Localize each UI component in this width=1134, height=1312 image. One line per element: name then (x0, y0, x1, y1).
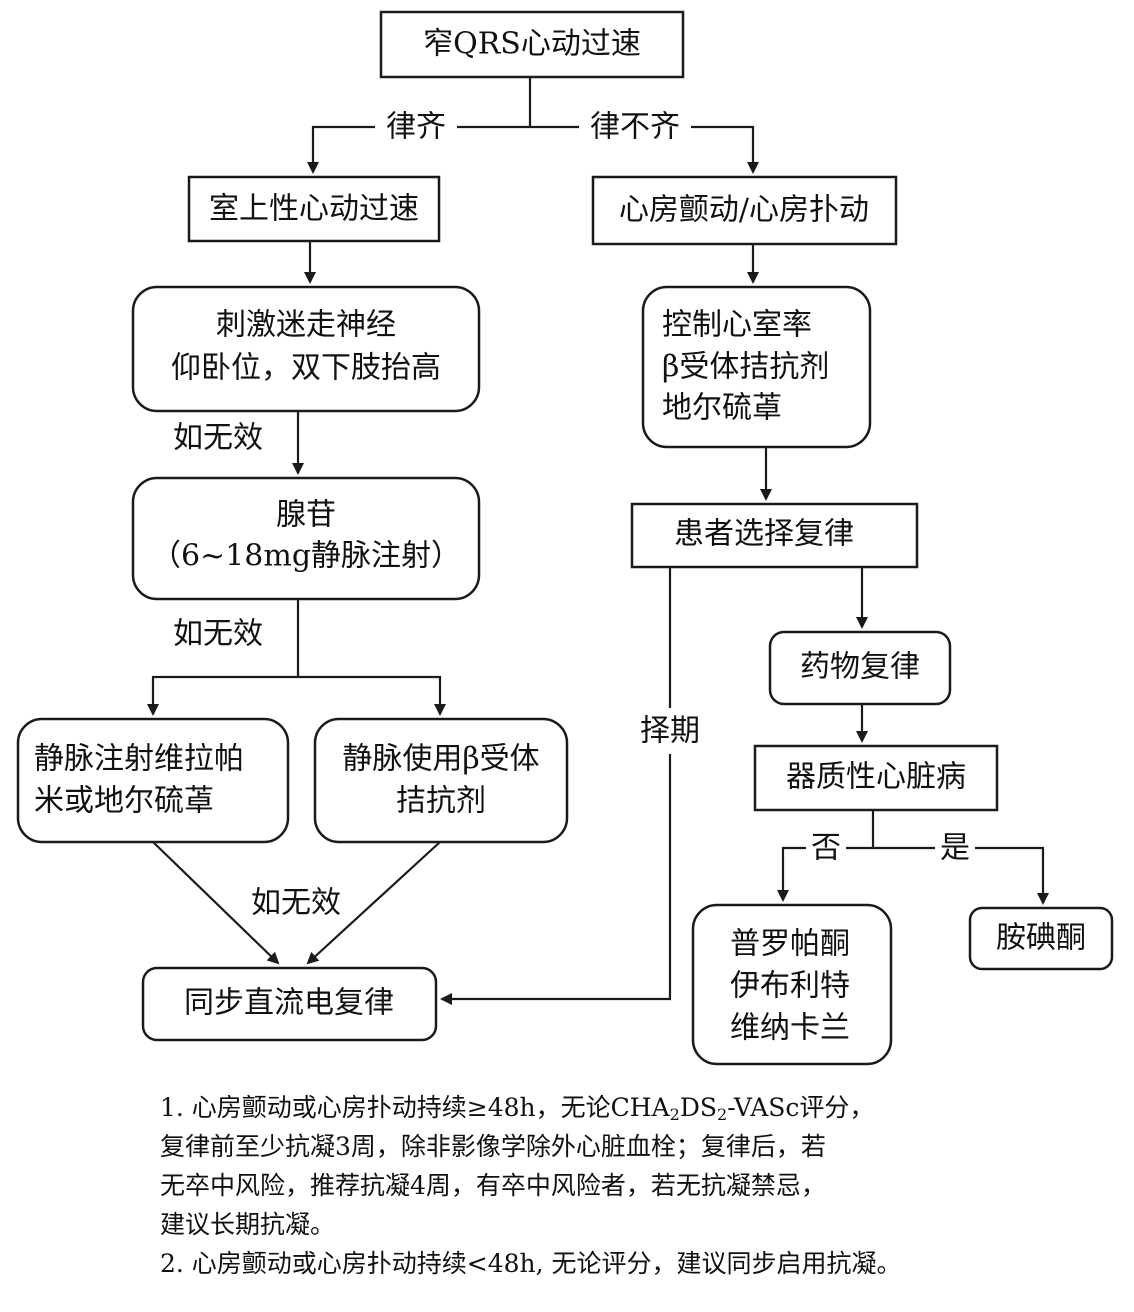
node-verapamil-line-1: 静脉注射维拉帕 (34, 742, 244, 777)
edge-label-no: 否 (811, 831, 841, 866)
node-root-line-1: 窄QRS心动过速 (423, 27, 641, 62)
edge-to-svt (307, 125, 530, 174)
note-1-line-4: 建议长期抗凝。 (160, 1210, 336, 1239)
node-vagal-line-2: 仰卧位，双下肢抬高 (171, 351, 441, 386)
edge-verapamil-cardioversion (152, 841, 280, 965)
node-af-line-1: 心房颤动/心房扑动 (619, 193, 869, 228)
edge-labels: 律齐 律不齐 如无效 如无效 如无效 择期 否 是 (173, 107, 975, 921)
edge-to-verapamil (147, 675, 298, 716)
node-rate-line-3: 地尔硫䓬 (662, 391, 782, 426)
note-1-text-b: DS (679, 1093, 718, 1122)
edge-label-irregular: 律不齐 (590, 110, 680, 145)
node-adenosine: 腺苷 （6~18mg静脉注射） (131, 476, 481, 601)
edge-label-fail-2: 如无效 (173, 617, 263, 652)
node-drug-line-1: 药物复律 (800, 650, 920, 685)
note-2: 2. 心房颤动或心房扑动持续<48h, 无论评分，建议同步启用抗凝。 (160, 1249, 902, 1278)
node-vagal-line-1: 刺激迷走神经 (216, 308, 396, 343)
node-choose-line-1: 患者选择复律 (674, 517, 854, 552)
note-1-line-2: 复律前至少抗凝3周，除非影像学除外心脏血栓；复律后，若 (160, 1132, 826, 1161)
node-svt: 室上性心动过速 (187, 175, 441, 243)
node-beta-line-1: 静脉使用β受体 (342, 742, 539, 777)
note-1-line-1: 1. 心房颤动或心房扑动持续≥48h，无论CHA2DS2-VASc评分， (160, 1088, 1120, 1127)
edge-label-regular: 律齐 (386, 110, 446, 145)
node-drug: 药物复律 (768, 630, 952, 706)
edge-label-elective: 择期 (640, 714, 700, 749)
node-root: 窄QRS心动过速 (379, 10, 685, 79)
flowchart: 律齐 律不齐 如无效 如无效 如无效 择期 否 是 窄QRS心动过速 室上性心动… (16, 10, 1114, 1066)
node-heart-line-1: 器质性心脏病 (786, 760, 966, 795)
node-af: 心房颤动/心房扑动 (591, 175, 898, 246)
node-rate: 控制心室率 β受体拮抗剂 地尔硫䓬 (641, 285, 872, 449)
note-1-text-c: -VASc评分， (727, 1093, 875, 1122)
node-choose: 患者选择复律 (630, 502, 919, 569)
note-1-text-a: 1. 心房颤动或心房扑动持续≥48h，无论CHA (160, 1093, 670, 1122)
node-cardioversion-line-1: 同步直流电复律 (184, 986, 394, 1021)
node-rate-line-2: β受体拮抗剂 (662, 350, 829, 385)
nodes: 窄QRS心动过速 室上性心动过速 心房颤动/心房扑动 刺激迷走神经 仰卧位，双下… (16, 10, 1114, 1066)
node-svt-line-1: 室上性心动过速 (209, 192, 419, 227)
node-vagal: 刺激迷走神经 仰卧位，双下肢抬高 (131, 285, 481, 413)
node-verapamil: 静脉注射维拉帕 米或地尔硫䓬 (16, 717, 290, 844)
node-amio-line-1: 胺碘酮 (996, 921, 1086, 956)
node-adenosine-line-1: 腺苷 (276, 498, 336, 533)
edge-to-beta (298, 675, 446, 716)
node-heart: 器质性心脏病 (753, 744, 999, 812)
node-rate-line-1: 控制心室率 (662, 308, 812, 343)
node-class1-line-1: 普罗帕酮 (730, 927, 850, 962)
node-amio: 胺碘酮 (968, 906, 1114, 971)
edge-to-amio (873, 846, 1049, 905)
node-adenosine-line-2: （6~18mg静脉注射） (151, 539, 461, 574)
node-cardioversion: 同步直流电复律 (141, 966, 438, 1042)
note-1-line-3: 无卒中风险，推荐抗凝4周，有卒中风险者，若无抗凝禁忌， (160, 1171, 826, 1200)
node-class1-line-3: 维纳卡兰 (730, 1011, 850, 1046)
node-class1: 普罗帕酮 伊布利特 维纳卡兰 (691, 903, 893, 1066)
edge-label-fail-3: 如无效 (251, 886, 341, 921)
footnotes: 1. 心房颤动或心房扑动持续≥48h，无论CHA2DS2-VASc评分， 复律前… (160, 1088, 1120, 1283)
node-beta: 静脉使用β受体 拮抗剂 (313, 717, 569, 844)
node-beta-line-2: 拮抗剂 (396, 784, 486, 819)
edge-beta-cardioversion (306, 841, 441, 965)
node-class1-line-2: 伊布利特 (730, 969, 850, 1004)
edge-label-yes: 是 (940, 831, 970, 866)
note-1-subscript-1: 2 (669, 1105, 680, 1124)
edge-label-fail-1: 如无效 (173, 421, 263, 456)
node-verapamil-line-2: 米或地尔硫䓬 (34, 784, 214, 819)
note-1-subscript-2: 2 (717, 1105, 728, 1124)
